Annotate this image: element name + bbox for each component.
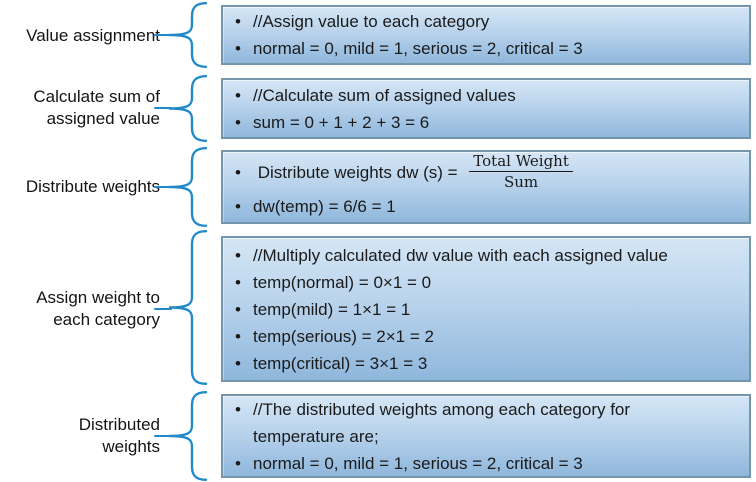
left-curly-brace-icon bbox=[168, 391, 208, 481]
label-line: Assign weight to bbox=[36, 288, 160, 307]
label-connector-line bbox=[154, 34, 172, 36]
label-connector-line bbox=[154, 186, 172, 188]
label-connector-line bbox=[154, 107, 172, 109]
step-label-value-assignment: Value assignment bbox=[0, 25, 160, 47]
left-curly-brace-icon bbox=[168, 230, 208, 385]
label-line: Calculate sum of bbox=[33, 87, 160, 106]
step-box-distribute-weights: Distribute weights dw (s) = Total Weight… bbox=[221, 150, 751, 224]
bullet-line: //The distributed weights among each cat… bbox=[235, 396, 741, 423]
label-line: assigned value bbox=[46, 109, 160, 128]
bullet-line: sum = 0 + 1 + 2 + 3 = 6 bbox=[235, 109, 741, 136]
step-label-distribute-weights: Distribute weights bbox=[0, 176, 160, 198]
label-connector-line bbox=[154, 435, 172, 437]
bullet-line: //Multiply calculated dw value with each… bbox=[235, 242, 741, 269]
step-box-distributed-weights: //The distributed weights among each cat… bbox=[221, 394, 751, 478]
step-label-calculate-sum: Calculate sum of assigned value bbox=[0, 86, 160, 130]
label-line: each category bbox=[53, 310, 160, 329]
step-box-value-assignment: //Assign value to each category normal =… bbox=[221, 5, 751, 65]
label-line: Value assignment bbox=[26, 26, 160, 45]
left-curly-brace-icon bbox=[168, 2, 208, 68]
bullet-continuation-line: temperature are; bbox=[253, 426, 379, 446]
bullet-line: temp(serious) = 2×1 = 2 bbox=[235, 323, 741, 350]
bullet-line: //Assign value to each category bbox=[235, 8, 741, 35]
fraction-denominator: Sum bbox=[504, 173, 539, 191]
left-curly-brace-icon bbox=[168, 147, 208, 227]
step-box-assign-weight: //Multiply calculated dw value with each… bbox=[221, 236, 751, 382]
bullet-line: dw(temp) = 6/6 = 1 bbox=[235, 193, 741, 220]
bullet-line: normal = 0, mild = 1, serious = 2, criti… bbox=[235, 450, 741, 477]
bullet-line-formula: Distribute weights dw (s) = Total Weight… bbox=[235, 152, 741, 193]
fraction-numerator: Total Weight bbox=[469, 152, 573, 172]
label-line: Distribute weights bbox=[25, 177, 160, 196]
step-label-distributed-weights: Distributed weights bbox=[0, 414, 160, 458]
formula-prefix: Distribute weights dw (s) = bbox=[257, 162, 458, 182]
bullet-line: normal = 0, mild = 1, serious = 2, criti… bbox=[235, 35, 741, 62]
label-line: Distributed bbox=[78, 415, 160, 434]
step-label-assign-weight: Assign weight to each category bbox=[0, 287, 160, 331]
label-connector-line bbox=[154, 308, 172, 310]
left-curly-brace-icon bbox=[168, 75, 208, 142]
step-box-calculate-sum: //Calculate sum of assigned values sum =… bbox=[221, 78, 751, 139]
bullet-line: //Calculate sum of assigned values bbox=[235, 82, 741, 109]
fraction-total-weight-over-sum: Total Weight Sum bbox=[469, 152, 573, 191]
bullet-line: temp(mild) = 1×1 = 1 bbox=[235, 296, 741, 323]
label-line: weights bbox=[102, 437, 160, 456]
bullet-line: temp(critical) = 3×1 = 3 bbox=[235, 350, 741, 377]
bullet-line: temp(normal) = 0×1 = 0 bbox=[235, 269, 741, 296]
